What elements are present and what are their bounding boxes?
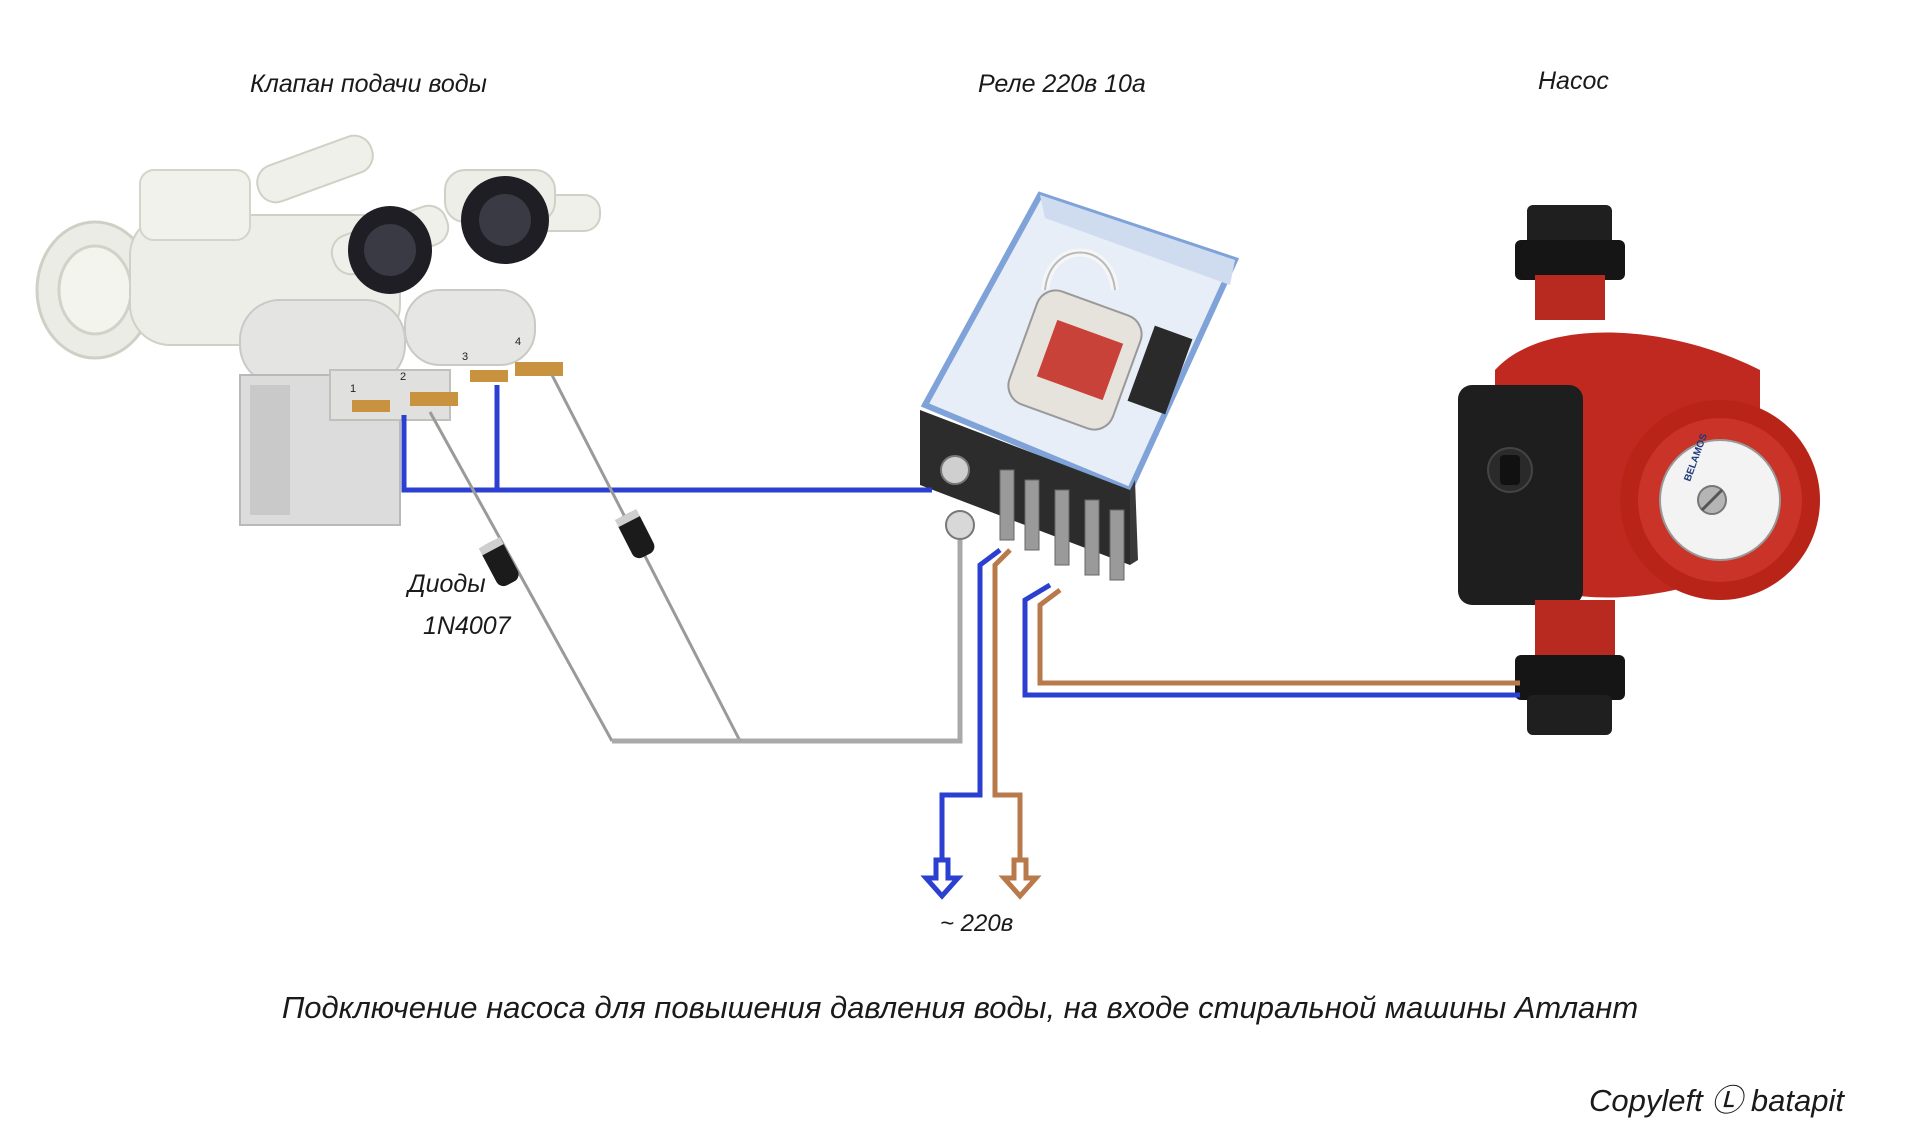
relay <box>920 191 1240 581</box>
diodes <box>428 374 742 744</box>
relay-label: Реле 220в 10а <box>978 70 1146 98</box>
diode-2 <box>617 511 655 559</box>
valve-pin-1: 1 <box>350 383 356 395</box>
copyright: Copyleft Ⓛ batapit <box>1588 1083 1844 1118</box>
arrow-brown <box>998 857 1042 900</box>
diode-2-band <box>614 509 640 528</box>
wire-relay-pump-blue <box>1022 582 1520 698</box>
pump <box>1458 205 1820 735</box>
wire-diode-common <box>612 540 963 744</box>
arrow-blue <box>920 857 964 900</box>
diagram-caption: Подключение насоса для повышения давлени… <box>281 990 1639 1025</box>
diode-1 <box>481 539 519 587</box>
wire-mains-blue <box>939 548 1002 860</box>
water-valve <box>35 134 601 526</box>
diodes-label: Диоды <box>408 570 486 598</box>
valve-label: Клапан подачи воды <box>250 70 487 98</box>
wire-relay-pump-brown <box>1037 588 1520 686</box>
wire-mains-brown <box>992 548 1023 860</box>
pump-label: Насос <box>1538 67 1609 95</box>
diode-1-band <box>478 537 504 556</box>
valve-pin-4: 4 <box>515 336 521 348</box>
mains-voltage-label: ~ 220в <box>940 910 1014 937</box>
valve-pin-2: 2 <box>400 371 406 383</box>
wire-valve-to-relay <box>401 415 932 493</box>
mains-arrows <box>920 857 1042 900</box>
diodes-model-label: 1N4007 <box>423 612 511 640</box>
valve-pin-3: 3 <box>462 351 468 363</box>
